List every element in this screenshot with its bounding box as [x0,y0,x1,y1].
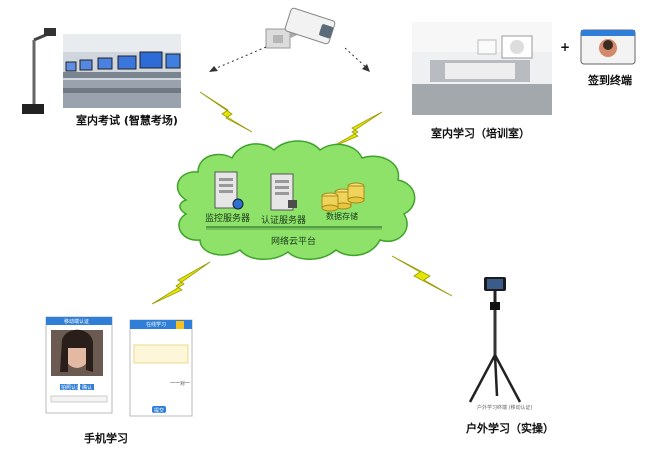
phone-left-button-confirm: 确认 [82,384,92,391]
phone-right-header: 在线学习 [146,321,166,328]
lightning-bolt-mobile [152,262,210,304]
exam-room-photo [63,34,181,108]
checkin-terminal-icon [581,30,635,64]
label-checkin-terminal: 签到终端 [588,72,632,88]
tripod-caption: 户外学习终端 (移动认证) [477,404,533,411]
lightning-bolt-training [330,112,382,148]
training-room-photo [412,22,552,115]
phone-right-submit: 提交 [154,407,164,414]
phone-right-frame [130,320,192,416]
arrow-head-left [209,66,218,72]
label-data-storage: 数据存储 [326,211,358,222]
phone-left-header: 移动端认证 [64,318,89,325]
phone-right-side-note: 一一对一 [170,380,190,387]
plus-sign: + [560,40,570,54]
security-camera-icon [266,7,336,48]
phone-left-frame [46,317,112,413]
lightning-bolt-exam [200,92,252,132]
lightning-bolt-outdoor [392,256,452,296]
label-indoor-exam: 室内考试 (智慧考场) [76,112,178,128]
phone-left-button-photo: 拍照认证 [61,384,81,391]
label-outdoor-learning: 户外学习（实操） [466,420,554,436]
label-monitor-server: 监控服务器 [205,211,250,224]
label-cloud-platform: 网络云平台 [271,234,316,247]
label-mobile-learning: 手机学习 [84,430,128,446]
label-auth-server: 认证服务器 [261,213,306,226]
label-indoor-training: 室内学习（培训室） [431,125,530,141]
auth-server-icon [271,174,297,210]
document-camera-icon [22,28,56,114]
tripod-terminal-icon [470,277,520,402]
camera-link-arrows [212,47,368,70]
